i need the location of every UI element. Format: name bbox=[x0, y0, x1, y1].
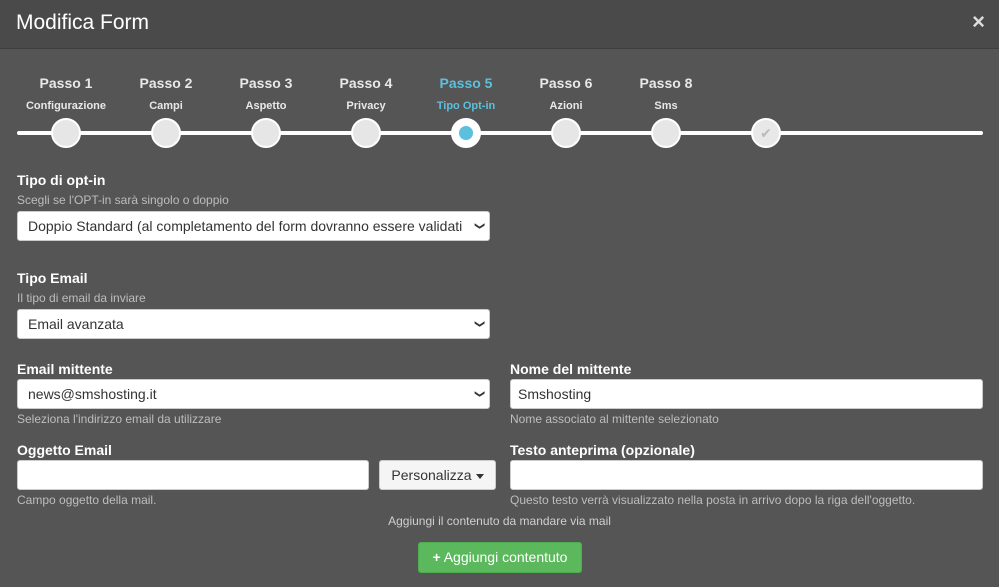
step-title: Passo 3 bbox=[239, 75, 293, 91]
wizard-track bbox=[17, 131, 983, 135]
wizard-step-6[interactable]: Passo 6 Azioni bbox=[511, 48, 621, 158]
email-type-help: Il tipo di email da inviare bbox=[17, 291, 146, 305]
step-subtitle: Azioni bbox=[549, 100, 583, 112]
subject-input[interactable] bbox=[17, 460, 369, 490]
step-dot[interactable] bbox=[151, 118, 181, 148]
step-dot[interactable] bbox=[651, 118, 681, 148]
sender-name-help: Nome associato al mittente selezionato bbox=[510, 412, 719, 426]
step-subtitle: Campi bbox=[149, 100, 183, 112]
chevron-down-icon bbox=[475, 380, 483, 408]
step-title: Passo 1 bbox=[39, 75, 93, 91]
checkmark-icon[interactable]: ✔ bbox=[751, 118, 781, 148]
plus-icon: + bbox=[432, 549, 441, 565]
step-title: Passo 4 bbox=[339, 75, 393, 91]
sender-email-help: Seleziona l'indirizzo email da utilizzar… bbox=[17, 412, 222, 426]
optin-type-value: Doppio Standard (al completamento del fo… bbox=[28, 218, 463, 234]
wizard-step-5[interactable]: Passo 5 Tipo Opt-in bbox=[411, 48, 521, 158]
close-icon[interactable]: × bbox=[972, 9, 985, 34]
subject-help: Campo oggetto della mail. bbox=[17, 493, 157, 507]
preview-text-input[interactable] bbox=[510, 460, 983, 490]
sender-email-select[interactable]: news@smshosting.it bbox=[17, 379, 490, 409]
chevron-down-icon bbox=[475, 212, 483, 240]
optin-type-select[interactable]: Doppio Standard (al completamento del fo… bbox=[17, 211, 490, 241]
sender-email-label: Email mittente bbox=[17, 361, 113, 377]
modal-header: Modifica Form × bbox=[0, 0, 999, 49]
add-content-label: Aggiungi contentuto bbox=[443, 549, 568, 565]
sender-name-input[interactable]: Smshosting bbox=[510, 379, 983, 409]
wizard-step-8[interactable]: Passo 8 Sms bbox=[611, 48, 721, 158]
subject-label: Oggetto Email bbox=[17, 442, 112, 458]
step-dot[interactable] bbox=[551, 118, 581, 148]
email-type-value: Email avanzata bbox=[28, 316, 124, 332]
step-title: Passo 5 bbox=[439, 75, 493, 91]
add-content-hint: Aggiungi il contenuto da mandare via mai… bbox=[388, 514, 611, 528]
email-type-label: Tipo Email bbox=[17, 270, 88, 286]
wizard-step-4[interactable]: Passo 4 Privacy bbox=[311, 48, 421, 158]
optin-type-help: Scegli se l'OPT-in sarà singolo o doppio bbox=[17, 193, 229, 207]
step-subtitle: Configurazione bbox=[25, 100, 107, 112]
step-dot[interactable] bbox=[251, 118, 281, 148]
step-title: Passo 8 bbox=[639, 75, 693, 91]
step-title: Passo 6 bbox=[539, 75, 593, 91]
optin-type-label: Tipo di opt-in bbox=[17, 172, 106, 188]
step-subtitle: Aspetto bbox=[245, 100, 287, 112]
add-content-button[interactable]: +Aggiungi contentuto bbox=[418, 542, 582, 573]
personalize-dropdown-button[interactable]: Personalizza bbox=[379, 460, 496, 490]
sender-name-label: Nome del mittente bbox=[510, 361, 632, 377]
preview-text-help: Questo testo verrà visualizzato nella po… bbox=[510, 493, 916, 507]
wizard-step-3[interactable]: Passo 3 Aspetto bbox=[211, 48, 321, 158]
wizard-step-finish[interactable]: ✔ bbox=[711, 48, 821, 158]
personalize-label: Personalizza bbox=[391, 467, 472, 483]
chevron-down-icon bbox=[475, 310, 483, 338]
step-dot-active[interactable] bbox=[451, 118, 481, 148]
modal-title: Modifica Form bbox=[16, 11, 150, 34]
step-subtitle: Tipo Opt-in bbox=[436, 100, 496, 112]
wizard-steps: Passo 1 Configurazione Passo 2 Campi Pas… bbox=[0, 48, 999, 158]
step-subtitle: Sms bbox=[654, 100, 678, 112]
step-dot[interactable] bbox=[51, 118, 81, 148]
wizard-step-1[interactable]: Passo 1 Configurazione bbox=[11, 48, 121, 158]
step-dot[interactable] bbox=[351, 118, 381, 148]
preview-text-label: Testo anteprima (opzionale) bbox=[510, 442, 695, 458]
step-subtitle: Privacy bbox=[346, 100, 386, 112]
caret-down-icon bbox=[475, 473, 484, 479]
wizard-step-2[interactable]: Passo 2 Campi bbox=[111, 48, 221, 158]
step-title: Passo 2 bbox=[139, 75, 193, 91]
email-type-select[interactable]: Email avanzata bbox=[17, 309, 490, 339]
sender-email-value: news@smshosting.it bbox=[28, 386, 157, 402]
